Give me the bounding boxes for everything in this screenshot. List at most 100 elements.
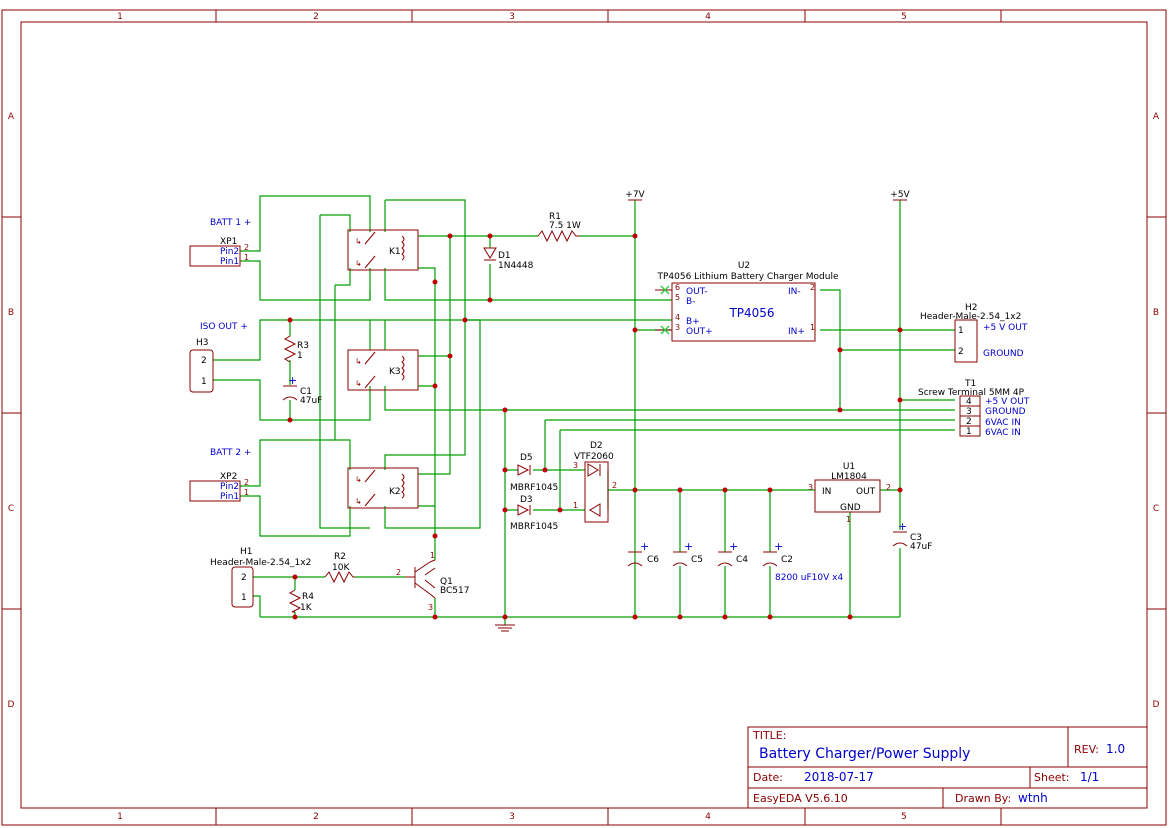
capacitor-c6: + C6: [627, 540, 659, 567]
q1-value: BC517: [440, 586, 469, 596]
u1-n1: 1: [846, 515, 851, 524]
xp2-connector: XP2 Pin2 Pin1 2 1: [189, 472, 249, 502]
relay-k2: ↳↳ K2: [347, 467, 419, 509]
d1-ref: D1: [498, 251, 511, 261]
h2-net1: +5 V OUT: [983, 323, 1028, 333]
u1-ref: U1: [843, 462, 855, 472]
t1-value: Screw Terminal 5MM 4P: [918, 388, 1025, 398]
resistor-r1: R1 7.5 1W: [537, 212, 581, 243]
u2-n1: 1: [810, 323, 815, 332]
capacitor-c2: + C2 8200 uF10V x4: [762, 540, 843, 583]
transistor-q1: Q1 BC517 1 2 3: [396, 551, 469, 612]
h3-ref: H3: [196, 338, 209, 348]
h2-header: H2 Header-Male-2.54_1x2 1 2 +5 V OUT GRO…: [920, 303, 1028, 363]
relay-k3: ↳↳ K3: [347, 349, 419, 391]
q1-n3: 3: [428, 603, 433, 612]
u2-n3: 3: [675, 323, 680, 332]
col-label-3: 3: [509, 12, 515, 22]
u1-out: OUT: [856, 487, 876, 497]
h2-n2: 2: [958, 347, 964, 357]
iso-out-label: ISO OUT +: [200, 322, 248, 332]
c2-polarity: +: [774, 540, 783, 553]
row-label-c-right: C: [1153, 504, 1159, 514]
col-label-5-bottom: 5: [901, 812, 907, 822]
t1-screw-terminal: T1 Screw Terminal 5MM 4P 4 3 2 1 +5 V OU…: [918, 379, 1030, 438]
d2-ref: D2: [590, 441, 603, 451]
t1-n1: 1: [966, 427, 972, 437]
t1-net2: 6VAC IN: [985, 418, 1021, 428]
c2-value: 8200 uF10V x4: [775, 573, 843, 583]
k2-ref: K2: [389, 487, 401, 497]
h3-n2: 2: [201, 356, 207, 366]
relay-k1: ↳↳ K1: [347, 229, 419, 271]
svg-text:↳: ↳: [355, 357, 362, 366]
ic-u2-tp4056: U2 TP4056 Lithium Battery Charger Module…: [655, 261, 839, 342]
col-label-5: 5: [901, 12, 907, 22]
c4-polarity: +: [729, 540, 738, 553]
u1-value: LM1804: [831, 472, 867, 482]
net-label-5v: +5V: [890, 190, 910, 200]
title-block: TITLE: Battery Charger/Power Supply REV:…: [747, 726, 1148, 809]
resistor-r3: R3 1: [283, 335, 309, 363]
h2-net2: GROUND: [983, 349, 1024, 359]
c1-ref: C1: [300, 387, 312, 397]
tool-version: EasyEDA V5.6.10: [753, 792, 848, 805]
t1-n3: 3: [966, 407, 972, 417]
xp2-n1: 1: [244, 488, 249, 497]
xp2-n2: 2: [244, 478, 249, 487]
resistor-r4: R4 1K: [288, 589, 314, 613]
u2-n2: 2: [810, 283, 815, 292]
title-label: TITLE:: [752, 729, 786, 742]
r2-value: 10K: [332, 563, 350, 573]
title-value: Battery Charger/Power Supply: [759, 746, 970, 762]
h2-ref: H2: [965, 303, 978, 313]
diode-d3: D3 MBRF1045: [510, 495, 558, 532]
c3-value: 47uF: [910, 542, 932, 552]
u1-n3: 3: [808, 483, 813, 492]
c6-polarity: +: [640, 540, 649, 553]
u1-gnd: GND: [840, 503, 861, 513]
row-label-b-right: B: [1153, 308, 1159, 318]
row-label-d: D: [8, 700, 15, 710]
diode-d1: D1 1N4448: [483, 247, 534, 271]
svg-text:↳: ↳: [355, 259, 362, 268]
u2-pin-b-minus: B-: [686, 297, 695, 307]
svg-text:↳: ↳: [355, 475, 362, 484]
u2-pin-in-minus: IN-: [788, 287, 801, 297]
row-label-d-right: D: [1153, 700, 1160, 710]
diode-d5: D5 MBRF1045: [510, 453, 558, 493]
r4-value: 1K: [300, 603, 313, 613]
d2-value: VTF2060: [574, 452, 614, 462]
k3-ref: K3: [389, 367, 401, 377]
col-label-3-bottom: 3: [509, 812, 515, 822]
d2-n1: 1: [573, 501, 578, 510]
xp1-n2: 2: [244, 243, 249, 252]
drawn-by-label: Drawn By:: [955, 792, 1011, 805]
diode-d2: D2 VTF2060 3 1 2: [573, 441, 617, 523]
u2-ref: U2: [738, 261, 750, 271]
col-label-1: 1: [117, 12, 123, 22]
c6-ref: C6: [647, 555, 659, 565]
wires: [213, 195, 955, 625]
h3-n1: 1: [201, 377, 207, 387]
u2-n5: 5: [675, 293, 680, 302]
d2-n3: 3: [573, 461, 578, 470]
q1-n2: 2: [396, 568, 401, 577]
t1-n2: 2: [966, 417, 972, 427]
xp1-n1: 1: [244, 253, 249, 262]
batt2-label: BATT 2 +: [210, 448, 251, 458]
d2-n2: 2: [612, 481, 617, 490]
power-5v-symbol: +5V: [890, 190, 911, 201]
u2-pin-out-plus: OUT+: [686, 327, 713, 337]
xp2-pin1: Pin1: [220, 492, 239, 502]
col-label-2: 2: [313, 12, 319, 22]
rev-label: REV:: [1074, 743, 1099, 756]
c5-ref: C5: [691, 555, 703, 565]
col-label-4-bottom: 4: [705, 812, 711, 822]
u2-n4: 4: [675, 313, 680, 322]
power-7v-symbol: +7V: [625, 190, 646, 201]
sheet-label: Sheet:: [1034, 771, 1070, 784]
t1-n4: 4: [966, 397, 972, 407]
h1-n1: 1: [241, 593, 247, 603]
